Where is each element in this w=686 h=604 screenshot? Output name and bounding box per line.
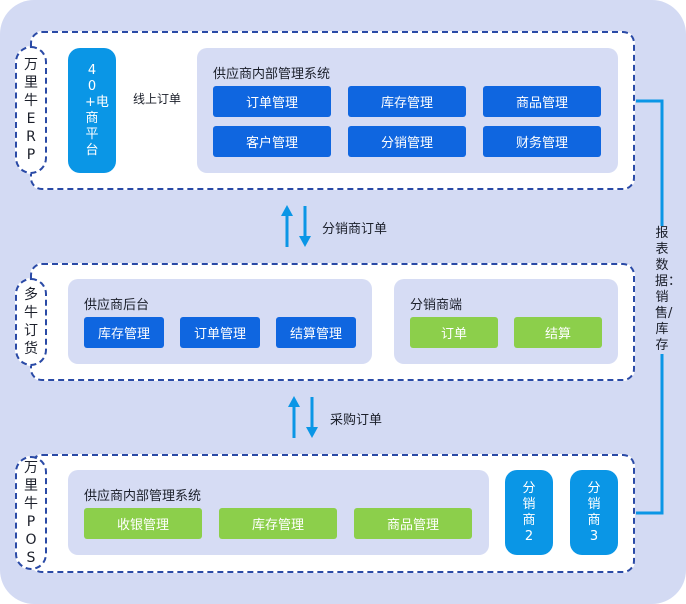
pos-btn-inventory-mgmt[interactable]: 库存管理: [219, 508, 337, 539]
erp-btn-distribution-mgmt[interactable]: 分销管理: [348, 126, 466, 157]
distributor-3-block[interactable]: 分销商3: [570, 470, 618, 555]
erp-btn-finance-mgmt[interactable]: 财务管理: [483, 126, 601, 157]
erp-btn-customer-mgmt[interactable]: 客户管理: [213, 126, 331, 157]
dnn-label-text: 多牛订货: [24, 287, 38, 357]
report-data-text: 报表数据：销售/库存: [655, 226, 682, 353]
backend-btn-order-mgmt[interactable]: 订单管理: [180, 317, 260, 348]
dnn-side-label: 多牛订货: [15, 278, 47, 366]
pos-btn-cashier-mgmt[interactable]: 收银管理: [84, 508, 202, 539]
pos-side-label: 万里牛POS: [15, 456, 47, 570]
online-order-label: 线上订单: [133, 92, 182, 106]
erp-btn-product-mgmt[interactable]: 商品管理: [483, 86, 601, 117]
pos-btn-product-mgmt[interactable]: 商品管理: [354, 508, 472, 539]
ecommerce-platform-block: 40+电商平台: [68, 48, 116, 173]
pos-system-title: 供应商内部管理系统: [84, 489, 202, 504]
erp-btn-order-mgmt[interactable]: 订单管理: [213, 86, 331, 117]
erp-side-label: 万里牛ERP: [15, 46, 47, 174]
link1-up-arrow-head: [281, 205, 293, 216]
erp-system-title: 供应商内部管理系统: [213, 67, 331, 82]
link2-up-arrow-head: [288, 396, 300, 407]
distributor-3-text: 分销商3: [587, 480, 601, 544]
pos-label-text: 万里牛POS: [24, 460, 38, 566]
purchase-order-label: 采购订单: [330, 413, 383, 428]
distributor-end-title: 分销商端: [410, 298, 463, 313]
link2-down-arrow-head: [306, 427, 318, 438]
distributor-btn-order[interactable]: 订单: [410, 317, 498, 348]
ecommerce-platform-text: 40+电商平台: [85, 62, 109, 158]
erp-btn-inventory-mgmt[interactable]: 库存管理: [348, 86, 466, 117]
distributor-2-text: 分销商2: [522, 480, 536, 544]
link1-down-arrow-head: [299, 236, 311, 247]
distributor-2-block[interactable]: 分销商2: [505, 470, 553, 555]
backend-btn-settlement-mgmt[interactable]: 结算管理: [276, 317, 356, 348]
distributor-order-label: 分销商订单: [322, 222, 388, 237]
supplier-backend-title: 供应商后台: [84, 298, 150, 313]
distributor-btn-settlement[interactable]: 结算: [514, 317, 602, 348]
erp-label-text: 万里牛ERP: [24, 57, 38, 163]
backend-btn-inventory-mgmt[interactable]: 库存管理: [84, 317, 164, 348]
report-data-label: 报表数据：销售/库存: [652, 226, 682, 354]
